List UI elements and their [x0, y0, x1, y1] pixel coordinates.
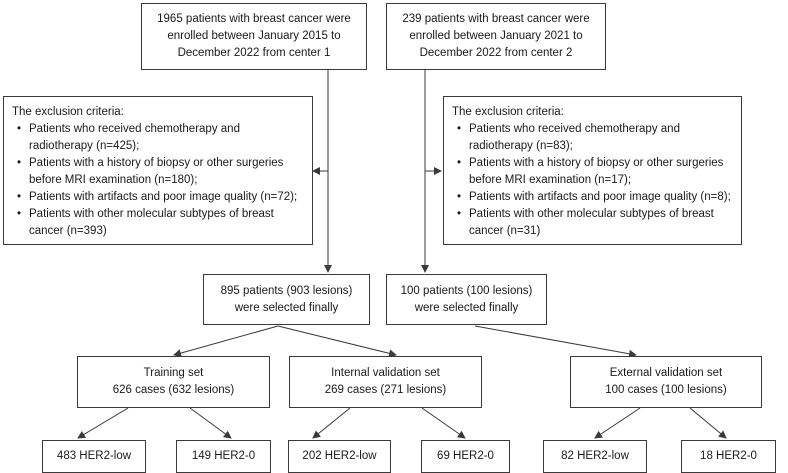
training-set-box: Training set 626 cases (632 lesions)	[77, 356, 270, 408]
external-validation-set-line: External validation set	[609, 367, 723, 379]
selected-center1-box: 895 patients (903 lesions) were selected…	[203, 274, 370, 325]
exclusion-item-text: radiotherapy (n=425);	[29, 140, 140, 152]
arrow-selected1-to-internal	[277, 325, 397, 358]
exclusion-item-text: Patients who received chemotherapy and	[29, 123, 240, 135]
exclusion-item-text: Patients with artifacts and poor image q…	[29, 191, 298, 203]
exclusion-center2-box: The exclusion criteria: Patients who rec…	[443, 96, 742, 245]
arrow-selected2-to-external	[474, 325, 637, 358]
exclusion-item-text: Patients with other molecular subtypes o…	[469, 208, 714, 220]
exclusion-list: Patients who received chemotherapy and r…	[12, 121, 304, 240]
internal-validation-set-box: Internal validation set 269 cases (271 l…	[289, 356, 482, 408]
outcome-label: 18 HER2-0	[700, 450, 757, 462]
arrow-training-to-zero	[189, 407, 232, 439]
external-her2-low-box: 82 HER2-low	[543, 440, 647, 473]
exclusion-item-text: Patients with a history of biopsy or oth…	[29, 157, 284, 169]
training-set-line: Training set	[143, 367, 204, 379]
enrollment-center1-line: enrolled between January 2015 to	[167, 30, 341, 42]
enrollment-center2-line: 239 patients with breast cancer were	[402, 13, 590, 25]
selected-center1-line: were selected finally	[234, 301, 339, 314]
exclusion-item: Patients with a history of biopsy or oth…	[452, 155, 733, 189]
outcome-label: 82 HER2-low	[561, 450, 629, 462]
exclusion-item-text: Patients with other molecular subtypes o…	[29, 208, 274, 220]
exclusion-item-text: before MRI examination (n=180);	[29, 174, 198, 186]
external-validation-set-line: 100 cases (100 lesions)	[605, 384, 727, 396]
arrow-external-to-zero	[689, 407, 727, 439]
arrow-internal-to-zero	[421, 407, 466, 439]
exclusion-item-text: Patients who received chemotherapy and	[469, 123, 680, 135]
outcome-label: 149 HER2-0	[191, 450, 256, 462]
exclusion-item-text: Patients with a history of biopsy or oth…	[469, 157, 724, 169]
exclusion-item-text: radiotherapy (n=83);	[469, 140, 573, 152]
selected-center2-line: 100 patients (100 lesions)	[400, 284, 533, 297]
arrow-external-to-low	[594, 407, 641, 439]
internal-validation-set-line: 269 cases (271 lesions)	[324, 384, 447, 396]
enrollment-center1-line: December 2022 from center 1	[177, 47, 331, 59]
enrollment-center2-line: enrolled between January 2021 to	[409, 30, 583, 42]
enrollment-center1-line: 1965 patients with breast cancer were	[157, 13, 351, 25]
outcome-label: 202 HER2-low	[302, 450, 377, 462]
enrollment-center2-box: 239 patients with breast cancer were enr…	[386, 3, 606, 70]
external-her2-0-box: 18 HER2-0	[681, 440, 776, 473]
exclusion-title: The exclusion criteria:	[12, 106, 124, 118]
exclusion-item-text: cancer (n=31)	[469, 225, 541, 237]
exclusion-item: Patients with artifacts and poor image q…	[452, 189, 733, 206]
exclusion-item: Patients with other molecular subtypes o…	[452, 206, 733, 240]
external-validation-set-box: External validation set 100 cases (100 l…	[570, 356, 762, 408]
enrollment-center1-box: 1965 patients with breast cancer were en…	[141, 3, 367, 70]
exclusion-item: Patients who received chemotherapy and r…	[452, 121, 733, 155]
internal-her2-low-box: 202 HER2-low	[288, 440, 391, 473]
exclusion-item: Patients who received chemotherapy and r…	[12, 121, 304, 155]
exclusion-list: Patients who received chemotherapy and r…	[452, 121, 733, 240]
internal-her2-0-box: 69 HER2-0	[421, 440, 510, 473]
outcome-label: 69 HER2-0	[437, 450, 494, 462]
arrow-training-to-low	[77, 407, 129, 439]
exclusion-item-text: Patients with artifacts and poor image q…	[469, 191, 731, 203]
exclusion-item-text: before MRI examination (n=17);	[469, 174, 632, 186]
selected-center1-line: 895 patients (903 lesions)	[220, 284, 353, 297]
training-her2-low-box: 483 HER2-low	[42, 440, 146, 473]
training-set-line: 626 cases (632 lesions)	[112, 384, 235, 396]
enrollment-center2-line: December 2022 from center 2	[419, 47, 573, 59]
selected-center2-box: 100 patients (100 lesions) were selected…	[386, 274, 547, 325]
exclusion-item: Patients with other molecular subtypes o…	[12, 206, 304, 240]
exclusion-item-text: cancer (n=393)	[29, 225, 107, 237]
arrow-selected1-to-training	[173, 325, 279, 357]
exclusion-center1-box: The exclusion criteria: Patients who rec…	[3, 96, 313, 245]
exclusion-item: Patients with a history of biopsy or oth…	[12, 155, 304, 189]
arrow-internal-to-low	[312, 407, 351, 439]
outcome-label: 483 HER2-low	[56, 450, 132, 462]
exclusion-item: Patients with artifacts and poor image q…	[12, 189, 304, 206]
internal-validation-set-line: Internal validation set	[331, 367, 440, 379]
selected-center2-line: were selected finally	[414, 301, 519, 314]
training-her2-0-box: 149 HER2-0	[176, 440, 271, 473]
exclusion-title: The exclusion criteria:	[452, 106, 564, 118]
